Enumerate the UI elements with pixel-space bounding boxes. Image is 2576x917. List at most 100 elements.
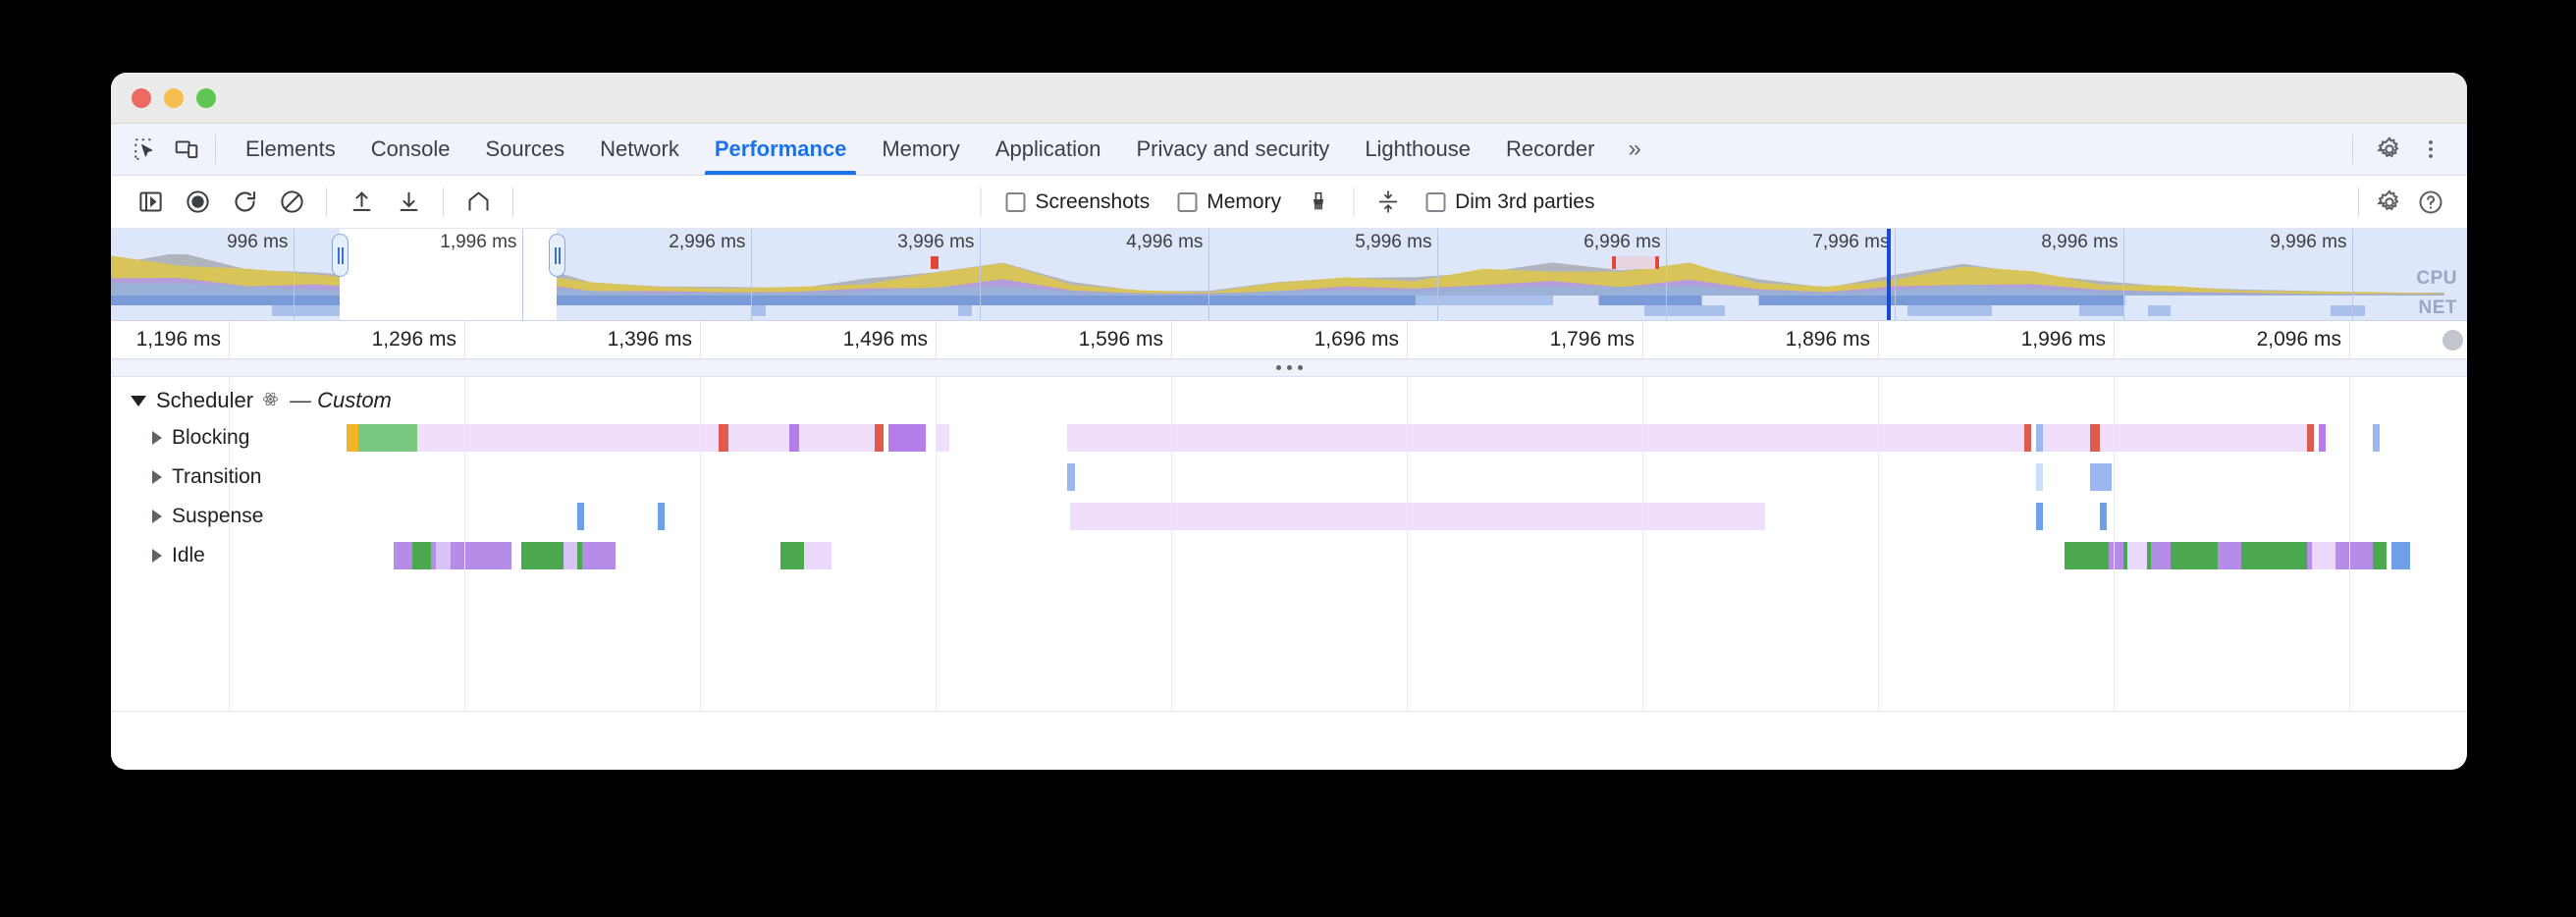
flame-chart-event[interactable]	[2391, 542, 2411, 569]
group-expand-triangle-icon[interactable]	[131, 395, 146, 406]
flame-chart-event[interactable]	[874, 424, 885, 452]
flame-chart-event[interactable]	[2339, 542, 2369, 569]
flame-chart-event[interactable]	[2306, 424, 2314, 452]
track-row-idle[interactable]: Idle	[111, 536, 2467, 575]
flame-chart-event[interactable]	[803, 542, 832, 569]
download-profile-button[interactable]	[385, 179, 432, 226]
flame-chart-event[interactable]	[2090, 463, 2112, 491]
flame-chart-event[interactable]	[2035, 463, 2043, 491]
device-toolbar-icon[interactable]	[166, 124, 207, 175]
flame-chart-event[interactable]	[2035, 503, 2043, 530]
clear-button[interactable]	[268, 179, 315, 226]
flame-chart-event[interactable]	[2099, 503, 2107, 530]
flame-chart-event[interactable]	[2127, 542, 2147, 569]
flame-chart-event[interactable]	[2090, 424, 2100, 452]
tab-sources[interactable]: Sources	[485, 136, 565, 161]
flame-chart-event[interactable]	[2109, 542, 2123, 569]
settings-gear-icon[interactable]	[2369, 129, 2410, 170]
flame-chart-event[interactable]	[2064, 542, 2105, 569]
flame-chart-event[interactable]	[2373, 424, 2381, 452]
tab-privacy-and-security[interactable]: Privacy and security	[1136, 136, 1330, 161]
tab-application[interactable]: Application	[994, 136, 1101, 161]
suspense-expand-triangle-icon[interactable]	[152, 510, 162, 523]
flame-chart-event[interactable]	[2023, 424, 2031, 452]
reload-and-record-button[interactable]	[221, 179, 268, 226]
flame-chart-event[interactable]	[2174, 542, 2213, 569]
more-options-icon[interactable]	[2410, 129, 2451, 170]
flame-chart-event[interactable]	[394, 542, 408, 569]
track-row-suspense[interactable]: Suspense	[111, 497, 2467, 536]
flame-chart-event[interactable]	[789, 424, 799, 452]
tab-console[interactable]: Console	[370, 136, 451, 161]
flame-chart-event[interactable]	[455, 542, 474, 569]
flame-chart-tracks[interactable]: Scheduler — Custom Blocking	[111, 377, 2467, 738]
flame-chart-event[interactable]	[436, 542, 451, 569]
flame-chart-event[interactable]	[1067, 424, 2024, 452]
flame-chart-event[interactable]	[347, 424, 358, 452]
garbage-collect-brush-icon[interactable]	[1295, 179, 1342, 226]
selection-handle-left[interactable]	[332, 234, 349, 277]
flame-chart-event[interactable]	[394, 542, 511, 569]
screenshots-checkbox[interactable]: Screenshots	[1005, 190, 1150, 214]
tab-elements[interactable]: Elements	[245, 136, 336, 161]
memory-checkbox[interactable]: Memory	[1177, 190, 1281, 214]
flame-chart-event[interactable]	[798, 424, 875, 452]
window-close-button[interactable]	[132, 87, 151, 108]
capture-settings-gear-icon[interactable]	[2369, 182, 2410, 223]
flame-chart-event[interactable]	[2043, 424, 2090, 452]
tab-network[interactable]: Network	[600, 136, 679, 161]
flame-chart-event[interactable]	[936, 424, 950, 452]
flame-chart-event[interactable]	[358, 424, 417, 452]
more-tabs-chevron-icon[interactable]: »	[1628, 135, 1641, 162]
flame-chart-event[interactable]	[1067, 463, 1075, 491]
flame-chart-event[interactable]	[2151, 542, 2171, 569]
flame-chart-event[interactable]	[2318, 424, 2326, 452]
flame-chart-event[interactable]	[417, 424, 720, 452]
flame-chart-event[interactable]	[563, 542, 578, 569]
flame-chart-event[interactable]	[2099, 424, 2307, 452]
flame-chart-event[interactable]	[2035, 424, 2043, 452]
overview-selection-window[interactable]	[340, 229, 558, 320]
idle-expand-triangle-icon[interactable]	[152, 549, 162, 563]
expand-collapse-tracks-icon[interactable]	[1365, 179, 1412, 226]
flame-chart-event[interactable]	[582, 542, 616, 569]
memory-checkbox-box[interactable]	[1177, 191, 1198, 212]
track-row-transition[interactable]: Transition	[111, 458, 2467, 497]
flame-chart-event[interactable]	[520, 542, 559, 569]
flame-chart-event[interactable]	[2217, 542, 2241, 569]
tab-performance[interactable]: Performance	[697, 124, 865, 175]
toggle-sidebar-button[interactable]	[127, 179, 174, 226]
window-zoom-button[interactable]	[196, 87, 216, 108]
selection-handle-right[interactable]	[549, 234, 566, 277]
flame-chart-event[interactable]	[657, 503, 665, 530]
flame-chart-event[interactable]	[1069, 503, 1765, 530]
dim-3rd-parties-checkbox-box[interactable]	[1425, 191, 1446, 212]
flame-chart-event[interactable]	[2311, 542, 2335, 569]
pane-resize-handle[interactable]	[111, 359, 2467, 377]
tab-memory[interactable]: Memory	[882, 136, 960, 161]
tab-lighthouse[interactable]: Lighthouse	[1365, 136, 1471, 161]
screenshots-checkbox-box[interactable]	[1005, 191, 1026, 212]
inspect-element-icon[interactable]	[125, 124, 166, 175]
tab-recorder[interactable]: Recorder	[1505, 136, 1595, 161]
flame-chart-event[interactable]	[2373, 542, 2388, 569]
track-row-blocking[interactable]: Blocking	[111, 418, 2467, 458]
window-minimize-button[interactable]	[164, 87, 184, 108]
transition-expand-triangle-icon[interactable]	[152, 470, 162, 484]
help-button[interactable]	[2410, 182, 2451, 223]
timeline-scroll-thumb[interactable]	[2442, 330, 2463, 351]
blocking-expand-triangle-icon[interactable]	[152, 431, 162, 445]
flame-chart-event[interactable]	[888, 424, 927, 452]
home-button[interactable]	[455, 179, 502, 226]
flame-chart-event[interactable]	[412, 542, 432, 569]
flame-chart-event[interactable]	[779, 542, 799, 569]
flame-chart-event[interactable]	[719, 424, 728, 452]
record-button[interactable]	[174, 179, 221, 226]
flame-chart-event[interactable]	[2245, 542, 2307, 569]
flame-chart-event[interactable]	[727, 424, 790, 452]
upload-profile-button[interactable]	[338, 179, 385, 226]
track-group-scheduler[interactable]: Scheduler — Custom	[111, 381, 2467, 420]
dim-3rd-parties-checkbox[interactable]: Dim 3rd parties	[1425, 190, 1594, 214]
flame-chart-event[interactable]	[577, 503, 585, 530]
